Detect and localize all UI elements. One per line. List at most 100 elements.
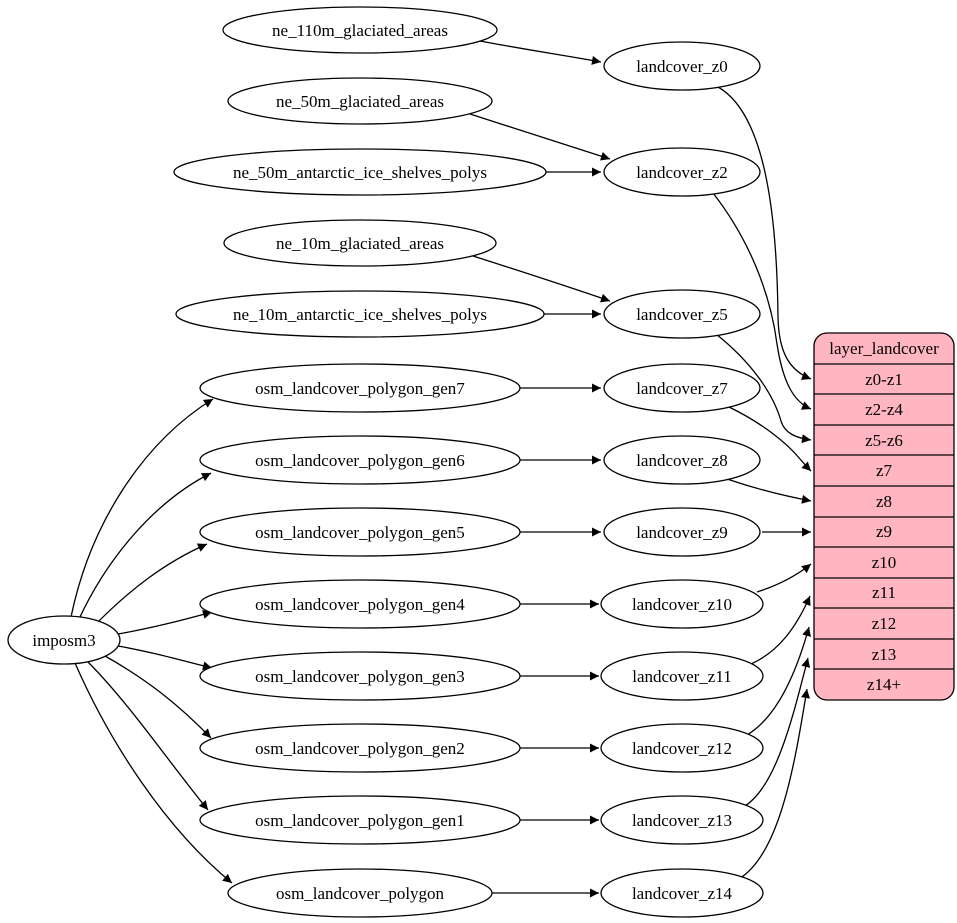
node-label-landcover_z14: landcover_z14 bbox=[632, 884, 733, 903]
node-shape-landcover_z14 bbox=[600, 868, 764, 918]
node-label-osm_landcover_polygon_gen3: osm_landcover_polygon_gen3 bbox=[255, 667, 465, 686]
node-osm_landcover_polygon_gen3: osm_landcover_polygon_gen3 bbox=[199, 651, 521, 701]
edge-landcover_z2--row-z2-z4 bbox=[712, 192, 812, 410]
node-landcover_z13: landcover_z13 bbox=[600, 795, 764, 845]
node-shape-landcover_z12 bbox=[600, 723, 764, 773]
table-row-z13: z13 bbox=[872, 645, 897, 664]
node-landcover_z10: landcover_z10 bbox=[600, 579, 764, 629]
node-landcover_z14: landcover_z14 bbox=[600, 868, 764, 918]
edge-landcover_z8--row-z8 bbox=[726, 478, 812, 504]
node-label-landcover_z11: landcover_z11 bbox=[632, 667, 731, 686]
nodes-layer: imposm3 ne_110m_glaciated_areas ne_50m_g… bbox=[7, 6, 764, 918]
edge-landcover_z0--row-z0-z1 bbox=[717, 86, 812, 380]
node-shape-landcover_z5 bbox=[603, 289, 761, 339]
edge-ne_50m_glaciated_areas--landcover_z2 bbox=[469, 113, 611, 161]
node-shape-ne_10m_glaciated_areas bbox=[223, 219, 497, 267]
edge-imposm3--osm_landcover_polygon_gen5 bbox=[92, 543, 208, 628]
table-row-z5-z6: z5-z6 bbox=[865, 431, 903, 450]
node-ne_50m_glaciated_areas: ne_50m_glaciated_areas bbox=[227, 77, 493, 125]
edge-landcover_z13--row-z13 bbox=[742, 657, 811, 808]
node-landcover_z11: landcover_z11 bbox=[600, 651, 764, 701]
node-ne_10m_antarctic_ice_shelves_polys: ne_10m_antarctic_ice_shelves_polys bbox=[175, 290, 545, 338]
node-osm_landcover_polygon_gen2: osm_landcover_polygon_gen2 bbox=[199, 723, 521, 773]
node-shape-osm_landcover_polygon_gen4 bbox=[199, 579, 521, 629]
node-label-ne_50m_antarctic_ice_shelves_polys: ne_50m_antarctic_ice_shelves_polys bbox=[233, 163, 487, 182]
node-label-osm_landcover_polygon: osm_landcover_polygon bbox=[276, 884, 445, 903]
node-landcover_z2: landcover_z2 bbox=[603, 147, 761, 197]
edge-landcover_z12--row-z12 bbox=[746, 626, 811, 736]
table-row-z11: z11 bbox=[872, 583, 896, 602]
node-label-landcover_z2: landcover_z2 bbox=[636, 163, 728, 182]
edge-imposm3--osm_landcover_polygon_gen7 bbox=[70, 398, 214, 618]
node-osm_landcover_polygon_gen5: osm_landcover_polygon_gen5 bbox=[199, 507, 521, 557]
node-label-ne_50m_glaciated_areas: ne_50m_glaciated_areas bbox=[276, 92, 444, 111]
node-label-imposm3: imposm3 bbox=[32, 631, 95, 650]
edge-ne_10m_glaciated_areas--landcover_z5 bbox=[472, 255, 611, 303]
node-label-landcover_z13: landcover_z13 bbox=[632, 811, 732, 830]
node-shape-landcover_z2 bbox=[603, 147, 761, 197]
node-shape-ne_50m_antarctic_ice_shelves_polys bbox=[173, 148, 547, 196]
node-label-landcover_z10: landcover_z10 bbox=[632, 595, 732, 614]
edge-landcover_z5--row-z5-z6 bbox=[715, 333, 812, 444]
edge-imposm3--osm_landcover_polygon_gen6 bbox=[78, 472, 212, 620]
edge-imposm3--osm_landcover_polygon_gen3 bbox=[117, 645, 213, 671]
node-shape-ne_50m_glaciated_areas bbox=[227, 77, 493, 125]
node-shape-landcover_z13 bbox=[600, 795, 764, 845]
node-shape-landcover_z10 bbox=[600, 579, 764, 629]
node-label-landcover_z5: landcover_z5 bbox=[636, 305, 728, 324]
edge-imposm3--osm_landcover_polygon_gen2 bbox=[104, 655, 212, 739]
node-label-landcover_z7: landcover_z7 bbox=[636, 379, 728, 398]
node-imposm3: imposm3 bbox=[7, 615, 121, 665]
node-landcover_z5: landcover_z5 bbox=[603, 289, 761, 339]
node-landcover_z7: landcover_z7 bbox=[603, 363, 761, 413]
node-shape-ne_110m_glaciated_areas bbox=[222, 6, 498, 54]
table-row-z9: z9 bbox=[876, 522, 892, 541]
node-label-landcover_z12: landcover_z12 bbox=[632, 739, 732, 758]
edge-landcover_z7--row-z7 bbox=[728, 406, 812, 472]
node-label-osm_landcover_polygon_gen6: osm_landcover_polygon_gen6 bbox=[255, 451, 465, 470]
node-shape-landcover_z0 bbox=[603, 41, 761, 91]
table-row-z0-z1: z0-z1 bbox=[865, 370, 903, 389]
edge-landcover_z14--row-z14plus bbox=[736, 688, 810, 881]
node-label-osm_landcover_polygon_gen5: osm_landcover_polygon_gen5 bbox=[255, 523, 465, 542]
edge-imposm3--osm_landcover_polygon_gen1 bbox=[86, 660, 209, 811]
node-ne_10m_glaciated_areas: ne_10m_glaciated_areas bbox=[223, 219, 497, 267]
node-label-osm_landcover_polygon_gen2: osm_landcover_polygon_gen2 bbox=[255, 739, 465, 758]
node-shape-osm_landcover_polygon_gen5 bbox=[199, 507, 521, 557]
table-title: layer_landcover bbox=[829, 339, 939, 358]
edges-layer bbox=[70, 40, 812, 898]
node-shape-landcover_z8 bbox=[603, 435, 761, 485]
node-label-ne_110m_glaciated_areas: ne_110m_glaciated_areas bbox=[272, 21, 448, 40]
node-osm_landcover_polygon_gen4: osm_landcover_polygon_gen4 bbox=[199, 579, 521, 629]
edge-ne_110m_glaciated_areas--landcover_z0 bbox=[479, 40, 602, 65]
node-osm_landcover_polygon_gen1: osm_landcover_polygon_gen1 bbox=[199, 795, 521, 845]
table-row-z10: z10 bbox=[872, 553, 897, 572]
edge-landcover_z11--row-z11 bbox=[750, 595, 811, 665]
node-label-ne_10m_antarctic_ice_shelves_polys: ne_10m_antarctic_ice_shelves_polys bbox=[233, 305, 487, 324]
node-label-landcover_z9: landcover_z9 bbox=[636, 523, 728, 542]
node-shape-landcover_z11 bbox=[600, 651, 764, 701]
node-shape-osm_landcover_polygon_gen6 bbox=[199, 435, 521, 485]
edge-landcover_z10--row-z10 bbox=[756, 563, 812, 593]
edge-imposm3--osm_landcover_polygon bbox=[74, 662, 233, 884]
table-row-z7: z7 bbox=[876, 461, 893, 480]
node-landcover_z9: landcover_z9 bbox=[603, 507, 761, 557]
node-ne_50m_antarctic_ice_shelves_polys: ne_50m_antarctic_ice_shelves_polys bbox=[173, 148, 547, 196]
node-label-landcover_z0: landcover_z0 bbox=[636, 57, 728, 76]
table-row-z12: z12 bbox=[872, 614, 897, 633]
edge-imposm3--osm_landcover_polygon_gen4 bbox=[117, 610, 213, 635]
node-label-landcover_z8: landcover_z8 bbox=[636, 451, 728, 470]
node-osm_landcover_polygon_gen7: osm_landcover_polygon_gen7 bbox=[199, 363, 521, 413]
node-osm_landcover_polygon: osm_landcover_polygon bbox=[227, 868, 493, 918]
node-label-osm_landcover_polygon_gen1: osm_landcover_polygon_gen1 bbox=[255, 811, 465, 830]
node-shape-osm_landcover_polygon_gen1 bbox=[199, 795, 521, 845]
node-shape-osm_landcover_polygon_gen7 bbox=[199, 363, 521, 413]
table-row-z8: z8 bbox=[876, 492, 892, 511]
node-shape-osm_landcover_polygon bbox=[227, 868, 493, 918]
node-label-osm_landcover_polygon_gen4: osm_landcover_polygon_gen4 bbox=[255, 595, 465, 614]
node-shape-imposm3 bbox=[7, 615, 121, 665]
node-shape-ne_10m_antarctic_ice_shelves_polys bbox=[175, 290, 545, 338]
node-ne_110m_glaciated_areas: ne_110m_glaciated_areas bbox=[222, 6, 498, 54]
